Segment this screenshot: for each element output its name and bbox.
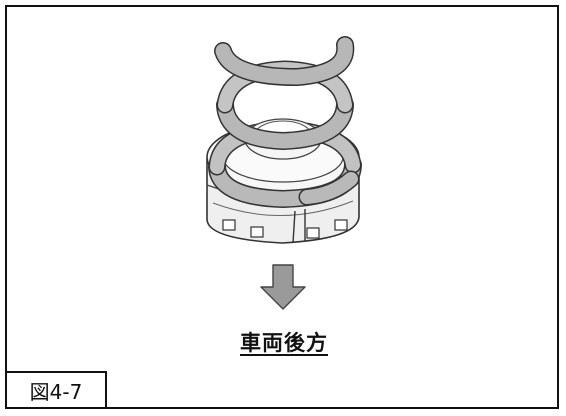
figure-number-tab: 図4-7: [5, 371, 107, 409]
coil-spring-icon: [208, 36, 362, 209]
spring-assembly-illustration: [206, 36, 362, 310]
direction-label: 車両後方: [240, 331, 328, 355]
down-arrow-icon: [260, 264, 306, 310]
figure-frame: 車両後方 図4-7: [5, 5, 559, 409]
